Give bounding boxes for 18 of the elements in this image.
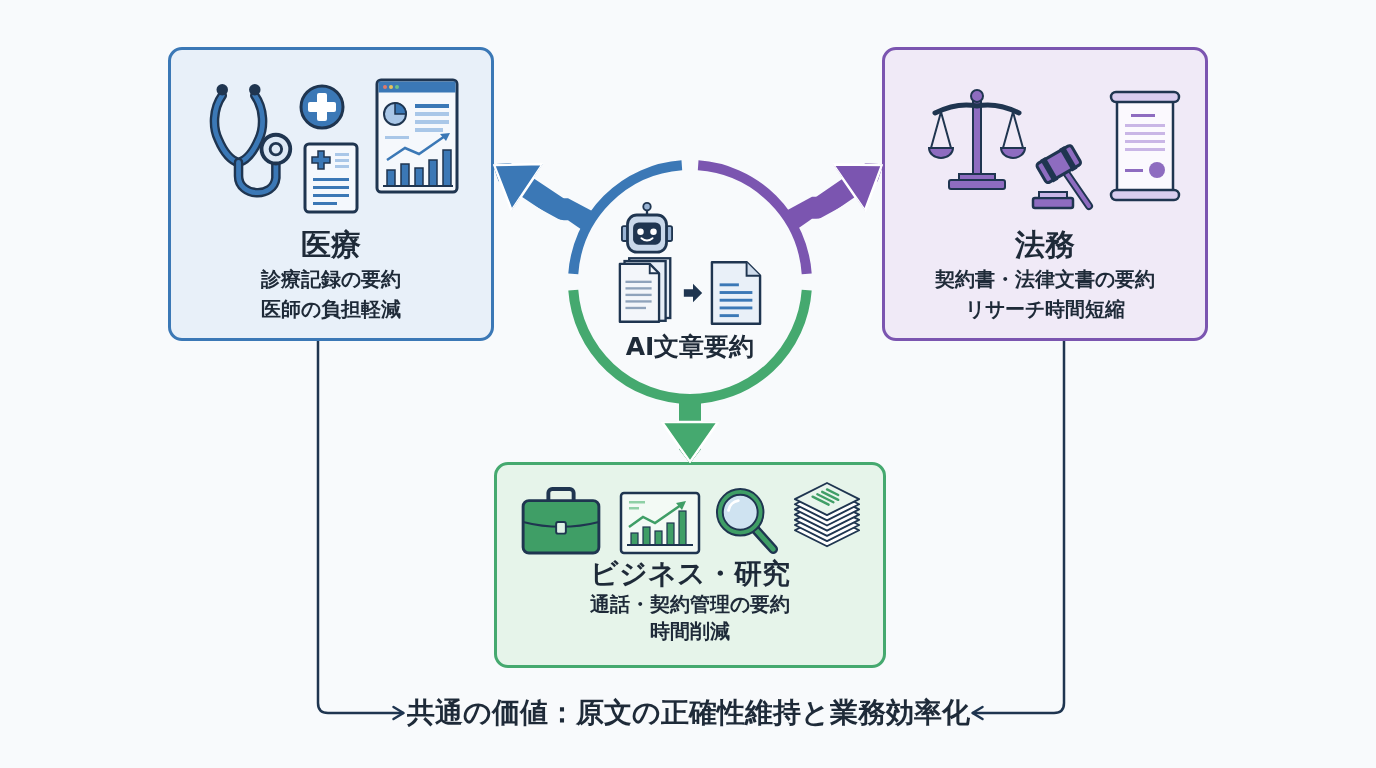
info-card	[882, 47, 1208, 341]
card-text: 医師の負担軽減	[261, 296, 401, 323]
arrow	[971, 341, 1066, 721]
arrow	[316, 341, 405, 721]
card-title: 法務	[1015, 226, 1075, 264]
info-card	[494, 462, 886, 668]
card-text: 診療記録の要約	[261, 266, 401, 293]
card-text: 通話・契約管理の要約	[590, 591, 790, 618]
info-card	[168, 47, 494, 341]
card-title: ビジネス・研究	[590, 557, 790, 591]
card-text: 時間削減	[650, 618, 730, 645]
arrow	[660, 404, 720, 464]
card-text: リサーチ時間短縮	[965, 296, 1125, 323]
arrow	[492, 160, 568, 221]
card-text: 契約書・法律文書の要約	[935, 266, 1155, 293]
card-title: 医療	[301, 226, 361, 264]
circle-label: AI文章要約	[625, 331, 755, 363]
statement-text: 共通の価値：原文の正確性維持と業務効率化	[406, 695, 970, 731]
